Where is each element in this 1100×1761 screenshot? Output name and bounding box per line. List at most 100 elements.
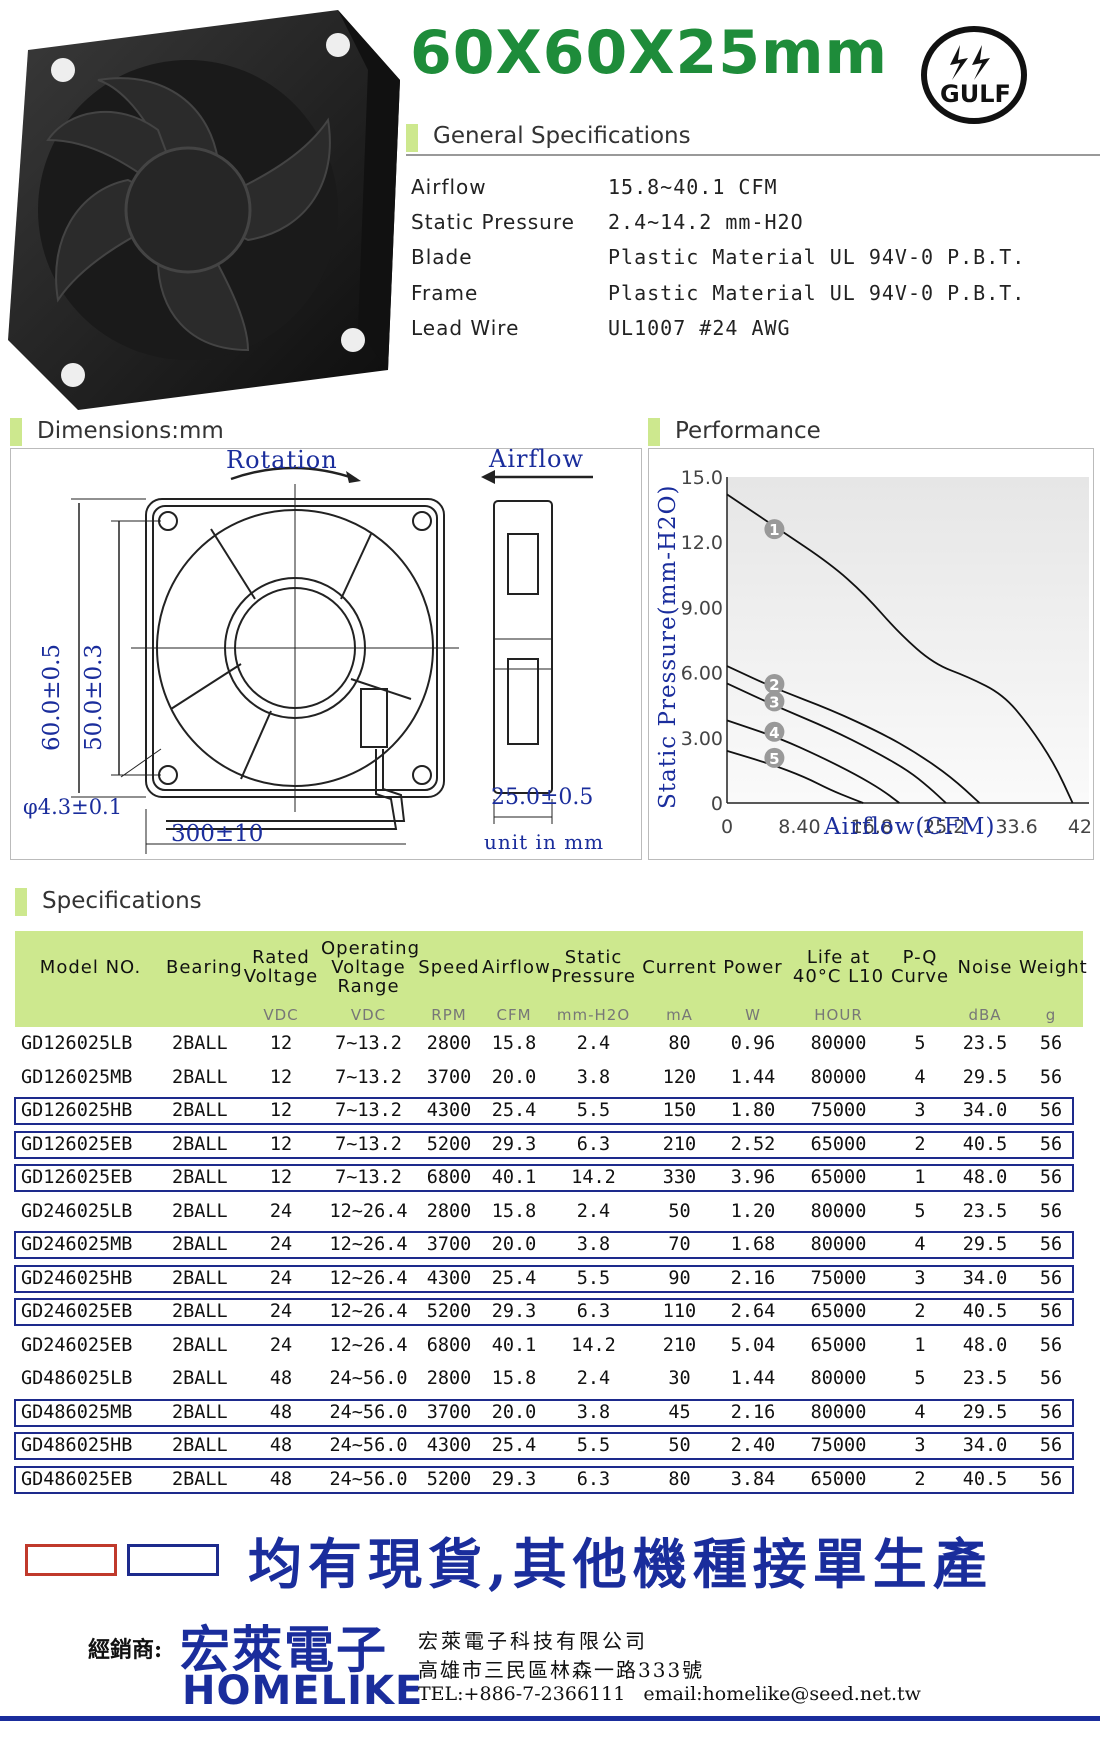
table-cell: GD486025MB xyxy=(21,1401,133,1423)
table-cell: 50 xyxy=(668,1435,691,1457)
table-cell: 48 xyxy=(269,1368,293,1390)
table-cell: 24~56.0 xyxy=(329,1401,408,1423)
table-cell: 56 xyxy=(1039,1100,1063,1122)
table-cell: 80000 xyxy=(810,1368,867,1390)
table-cell: 4300 xyxy=(426,1267,472,1289)
table-cell: 15.8 xyxy=(491,1200,537,1222)
y-tick-label: 3.00 xyxy=(681,728,723,750)
red-legend-box xyxy=(25,1544,117,1576)
table-cell: 29.5 xyxy=(962,1066,1008,1088)
unit-note: unit in mm xyxy=(484,830,605,854)
column-header: Model NO. xyxy=(15,931,166,1003)
column-header: Rated Voltage xyxy=(241,931,321,1003)
section-marker xyxy=(648,418,660,446)
column-header: Static Pressure xyxy=(546,931,641,1003)
table-cell: GD486025EB xyxy=(21,1468,133,1490)
column-header: Speed xyxy=(416,931,482,1003)
spec-label: Static Pressure xyxy=(411,210,575,234)
row-highlight-box xyxy=(14,1298,1074,1326)
svg-text:5: 5 xyxy=(769,750,779,768)
fan-photo xyxy=(8,10,400,410)
table-cell: 2BALL xyxy=(172,1066,228,1088)
table-cell: 1.20 xyxy=(730,1200,776,1222)
table-cell: 65000 xyxy=(810,1167,867,1189)
table-cell: 24 xyxy=(269,1267,293,1289)
table-cell: 20.0 xyxy=(491,1234,537,1256)
table-cell: 48.0 xyxy=(962,1334,1008,1356)
table-cell: 210 xyxy=(662,1133,697,1155)
table-cell: 75000 xyxy=(810,1100,867,1122)
table-cell: 40.1 xyxy=(491,1334,537,1356)
table-cell: 5200 xyxy=(426,1468,472,1490)
table-cell: 2800 xyxy=(426,1200,472,1222)
column-unit: VDC xyxy=(321,1003,416,1027)
table-cell: GD126025MB xyxy=(21,1066,133,1088)
column-unit: W xyxy=(718,1003,788,1027)
svg-text:1: 1 xyxy=(769,521,779,539)
table-cell: 56 xyxy=(1039,1066,1063,1088)
table-cell: 50 xyxy=(668,1200,691,1222)
table-cell: 1.68 xyxy=(730,1234,776,1256)
outer-dimension-label: 60.0±0.5 xyxy=(39,643,65,751)
table-cell: 20.0 xyxy=(491,1401,537,1423)
column-unit: VDC xyxy=(241,1003,321,1027)
table-cell: 24 xyxy=(269,1301,293,1323)
table-cell: 2.4 xyxy=(576,1368,611,1390)
table-cell: 56 xyxy=(1039,1301,1063,1323)
table-cell: 2.4 xyxy=(576,1200,611,1222)
y-tick-label: 9.00 xyxy=(681,597,723,619)
table-cell: 12~26.4 xyxy=(329,1334,408,1356)
stock-notice: 均有現貨,其他機種接單生產 xyxy=(248,1532,993,1596)
spec-value: 2.4~14.2 mm-H2O xyxy=(608,210,804,234)
performance-heading: Performance xyxy=(675,418,821,444)
table-cell: 23.5 xyxy=(962,1200,1008,1222)
table-cell: 210 xyxy=(662,1334,697,1356)
table-cell: 5.04 xyxy=(730,1334,776,1356)
column-header: Life at 40°C L10 xyxy=(788,931,889,1003)
table-cell: 3 xyxy=(914,1100,926,1122)
x-tick-label: 33.6 xyxy=(995,816,1037,838)
footer-rule xyxy=(0,1716,1100,1721)
table-cell: 5200 xyxy=(426,1133,472,1155)
table-cell: 80000 xyxy=(810,1033,867,1055)
table-cell: 2BALL xyxy=(172,1133,228,1155)
table-cell: 7~13.2 xyxy=(335,1100,402,1122)
column-unit: mA xyxy=(641,1003,718,1027)
table-cell: 4 xyxy=(914,1401,926,1423)
divider xyxy=(406,154,1100,156)
inner-dimension-label: 50.0±0.3 xyxy=(81,643,107,751)
dealer-logo-en: HOMELIKE xyxy=(182,1668,424,1714)
table-cell: 14.2 xyxy=(571,1167,616,1189)
section-marker xyxy=(10,418,22,446)
table-cell: 12~26.4 xyxy=(329,1234,408,1256)
row-highlight-box xyxy=(14,1265,1074,1293)
column-header: P-Q Curve xyxy=(889,931,951,1003)
table-cell: GD126025EB xyxy=(21,1167,133,1189)
table-cell: 20.0 xyxy=(491,1066,537,1088)
table-cell: 12 xyxy=(269,1066,293,1088)
table-cell: 29.3 xyxy=(491,1468,537,1490)
table-cell: 56 xyxy=(1039,1401,1063,1423)
table-cell: 5200 xyxy=(426,1301,472,1323)
table-cell: 24 xyxy=(269,1200,293,1222)
table-cell: 150 xyxy=(662,1100,697,1122)
x-tick-label: 8.40 xyxy=(778,816,820,838)
table-cell: 56 xyxy=(1039,1033,1063,1055)
table-cell: 1.80 xyxy=(730,1100,776,1122)
x-tick-label: 0 xyxy=(721,816,733,838)
column-unit: mm-H2O xyxy=(546,1003,641,1027)
table-cell: 48 xyxy=(269,1468,293,1490)
table-cell: 56 xyxy=(1039,1200,1063,1222)
table-cell: 65000 xyxy=(810,1301,867,1323)
table-cell: 3700 xyxy=(426,1234,472,1256)
blue-legend-box xyxy=(127,1544,219,1576)
dimensions-panel: Rotation Airflow 60.0±0.5 50.0±0.3 φ4.3±… xyxy=(10,445,642,860)
table-cell: 23.5 xyxy=(962,1368,1008,1390)
column-unit xyxy=(889,1003,951,1027)
table-cell: 2BALL xyxy=(172,1167,228,1189)
table-cell: 7~13.2 xyxy=(335,1133,402,1155)
